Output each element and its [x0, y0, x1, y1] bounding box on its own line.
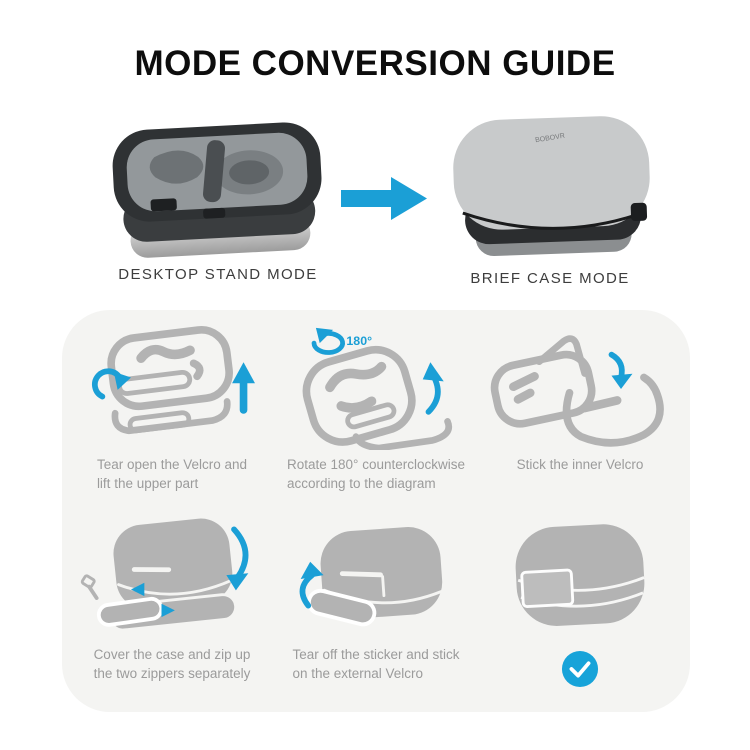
step2-rotate-illustration: 180° — [302, 327, 453, 450]
steps-grid: Tear open the Velcro and lift the upper p… — [62, 310, 690, 706]
step1-caption-line2: lift the upper part — [96, 475, 199, 491]
page-title: MODE CONVERSION GUIDE — [134, 44, 616, 83]
zipper-right-arrow-icon — [161, 603, 175, 618]
step-5: Tear off the sticker and stick on the ext… — [274, 516, 478, 706]
brief-case-mode-label: BRIEF CASE MODE — [470, 270, 630, 287]
step4-caption-line2: the two zippers separately — [93, 665, 251, 681]
step5-external-velcro-illustration — [299, 527, 443, 627]
flip-arrow-icon — [422, 362, 444, 382]
peel-up-arrow-icon — [300, 561, 324, 579]
step5-caption-line2: on the external Velcro — [292, 665, 424, 681]
stick-down-arrow-icon — [611, 373, 633, 389]
step3-inner-velcro-illustration — [490, 335, 664, 447]
zipper-left-arrow-icon — [130, 582, 145, 597]
step1-caption: Tear open the Velcro and lift the upper p… — [97, 456, 247, 494]
step-2: 180° Rotate 180° counterclockwise accordi… — [274, 326, 478, 516]
step4-zip-up-illustration — [80, 518, 249, 632]
tear-arrow-icon — [113, 371, 131, 390]
step4-caption: Cover the case and zip up the two zippers… — [94, 646, 251, 684]
step1-open-velcro-illustration — [92, 326, 255, 435]
desktop-stand-mode-label: DESKTOP STAND MODE — [118, 266, 318, 283]
brief-case-mode-photo: BOBOVR — [453, 116, 650, 256]
step-6 — [478, 516, 682, 706]
rotation-degrees-label: 180° — [346, 334, 372, 348]
step-3: Stick the inner Velcro — [478, 326, 682, 516]
step2-caption-line2: according to the diagram — [287, 475, 436, 491]
step1-caption-line1: Tear open the Velcro and — [96, 457, 248, 472]
step-1: Tear open the Velcro and lift the upper p… — [70, 326, 274, 516]
desktop-stand-mode-photo — [112, 122, 322, 258]
step5-caption: Tear off the sticker and stick on the ext… — [292, 646, 459, 684]
cover-arrow-icon — [226, 573, 249, 591]
step3-caption-line1: Stick the inner Velcro — [516, 457, 644, 472]
step5-caption-line1: Tear off the sticker and stick — [292, 647, 460, 662]
rotate-arrow-icon — [315, 327, 334, 344]
step6-finished-case-illustration — [515, 524, 645, 626]
step-4: Cover the case and zip up the two zippers… — [70, 516, 274, 706]
step3-caption: Stick the inner Velcro — [517, 456, 644, 475]
step4-caption-line1: Cover the case and zip up — [93, 647, 251, 662]
check-icon — [561, 650, 599, 688]
step6-done — [478, 650, 682, 693]
lift-up-arrow-icon — [232, 362, 255, 384]
right-arrow-icon — [341, 177, 427, 220]
step2-caption: Rotate 180° counterclockwise according to… — [287, 456, 465, 494]
step2-caption-line1: Rotate 180° counterclockwise — [287, 457, 465, 472]
steps-panel: Tear open the Velcro and lift the upper p… — [62, 310, 690, 712]
brand-mark: BOBOVR — [535, 133, 566, 145]
